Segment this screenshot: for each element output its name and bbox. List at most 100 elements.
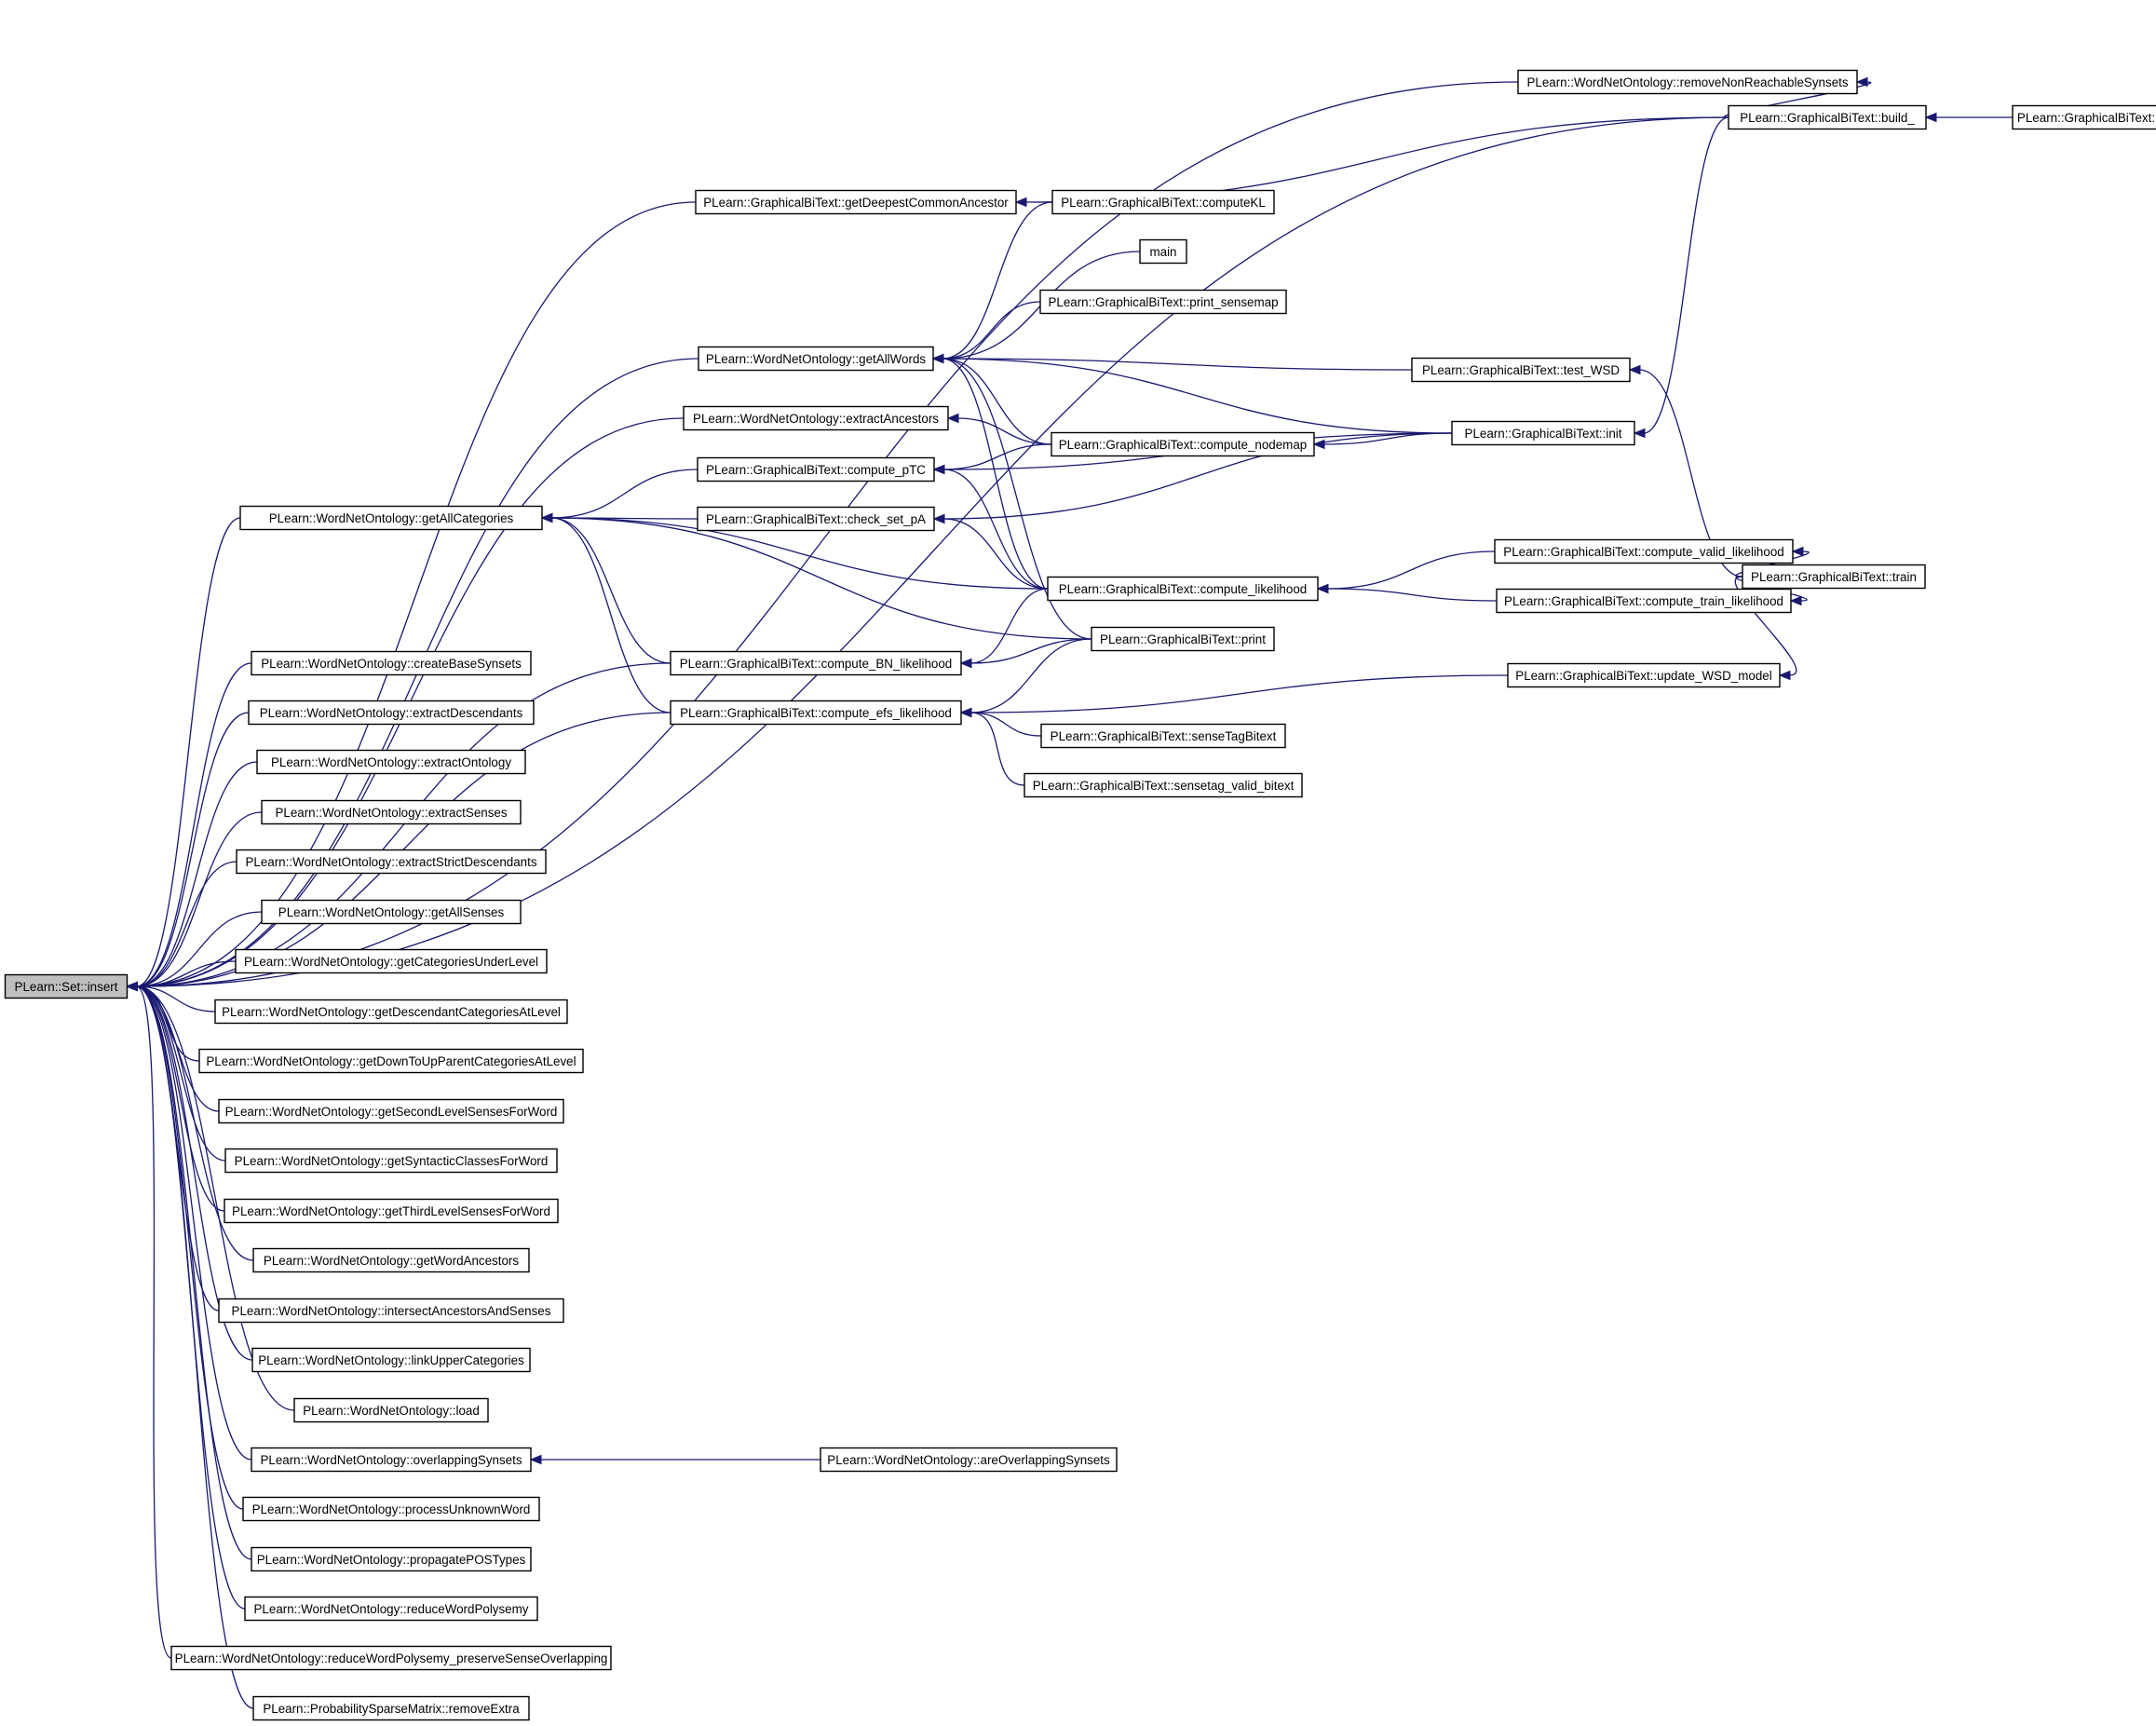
node-box <box>1507 662 1781 688</box>
node-get-down-to-up-parent-categories-at-level[interactable]: PLearn::WordNetOntology::getDownToUpPare… <box>198 1048 584 1074</box>
edge-line <box>942 358 1413 371</box>
node-label: PLearn::GraphicalBiText::compute_train_l… <box>1504 594 1783 608</box>
node-compute-efs-likelihood[interactable]: PLearn::GraphicalBiText::compute_efs_lik… <box>670 700 962 726</box>
node-reduce-word-polysemy[interactable]: PLearn::WordNetOntology::reduceWordPolys… <box>244 1596 538 1622</box>
node-compute-valid-likelihood[interactable]: PLearn::GraphicalBiText::compute_valid_l… <box>1494 538 1794 564</box>
node-label: PLearn::GraphicalBiText::check_set_pA <box>706 512 926 526</box>
edge-line <box>942 301 1041 360</box>
node-box <box>1451 420 1635 446</box>
edge-line <box>1734 576 1797 676</box>
node-print-sensemap[interactable]: PLearn::GraphicalBiText::print_sensemap <box>1039 289 1287 315</box>
node-get-syntactic-classes-for-word[interactable]: PLearn::WordNetOntology::getSyntacticCla… <box>224 1148 558 1174</box>
node-box <box>251 1347 531 1373</box>
node-get-all-words[interactable]: PLearn::WordNetOntology::getAllWords <box>698 346 934 372</box>
node-get-deepest-common-ancestor[interactable]: PLearn::GraphicalBiText::getDeepestCommo… <box>695 189 1017 215</box>
arrowhead-icon <box>932 464 945 475</box>
node-build-[interactable]: PLearn::GraphicalBiText::build_ <box>1728 104 1927 130</box>
arrowhead-icon <box>1014 197 1027 208</box>
edge-line <box>970 674 1509 714</box>
node-compute-kl[interactable]: PLearn::GraphicalBiText::computeKL <box>1051 189 1275 215</box>
node-intersect-ancestors-and-senses[interactable]: PLearn::WordNetOntology::intersectAncest… <box>218 1298 564 1324</box>
edge-line <box>136 985 252 1461</box>
node-propagate-postypes[interactable]: PLearn::WordNetOntology::propagatePOSTyp… <box>251 1546 532 1572</box>
node-label: PLearn::GraphicalBiText::compute_likelih… <box>1059 582 1307 596</box>
node-box <box>235 948 548 974</box>
node-are-overlapping-synsets[interactable]: PLearn::WordNetOntology::areOverlappingS… <box>820 1447 1118 1473</box>
node-create-base-synsets[interactable]: PLearn::WordNetOntology::createBaseSynse… <box>251 650 532 676</box>
node-extract-senses[interactable]: PLearn::WordNetOntology::extractSenses <box>261 799 522 825</box>
node-label: PLearn::WordNetOntology::linkUpperCatego… <box>258 1353 524 1367</box>
edge-line <box>136 712 250 987</box>
node-train[interactable]: PLearn::GraphicalBiText::train <box>1742 564 1926 590</box>
node-compute-train-likelihood[interactable]: PLearn::GraphicalBiText::compute_train_l… <box>1496 588 1792 614</box>
edge-get-all-categories-compute-efs-likelihood <box>540 512 671 714</box>
node-remove-non-reachable-synsets[interactable]: PLearn::WordNetOntology::removeNonReacha… <box>1517 69 1858 95</box>
node-update-wsd-model[interactable]: PLearn::GraphicalBiText::update_WSD_mode… <box>1507 662 1781 688</box>
node-box <box>244 1596 538 1622</box>
edge-line <box>942 518 1049 590</box>
node-box <box>1496 588 1792 614</box>
node-extract-ancestors[interactable]: PLearn::WordNetOntology::extractAncestor… <box>683 405 949 431</box>
node-label: PLearn::GraphicalBiText::senseTagBitext <box>1051 729 1277 743</box>
edge-line <box>136 985 252 1560</box>
node-extract-strict-descendants[interactable]: PLearn::WordNetOntology::extractStrictDe… <box>236 849 547 875</box>
node-check-set-p-a[interactable]: PLearn::GraphicalBiText::check_set_pA <box>697 506 935 532</box>
node-box <box>695 189 1017 215</box>
node-box <box>252 1247 530 1273</box>
edge-compute-likelihood-compute-valid-likelihood <box>1316 550 1496 594</box>
node-build[interactable]: PLearn::GraphicalBiText::build <box>2012 104 2156 130</box>
node-label: PLearn::WordNetOntology::reduceWordPolys… <box>175 1651 608 1665</box>
node-box <box>1091 626 1275 652</box>
node-compute-likelihood[interactable]: PLearn::GraphicalBiText::compute_likelih… <box>1047 576 1319 602</box>
edge-insert-build- <box>126 116 1729 992</box>
node-label: PLearn::GraphicalBiText::init <box>1465 427 1622 441</box>
node-print[interactable]: PLearn::GraphicalBiText::print <box>1091 626 1275 652</box>
node-label: PLearn::WordNetOntology::areOverlappingS… <box>827 1453 1110 1467</box>
node-label: PLearn::WordNetOntology::extractAncestor… <box>693 412 939 426</box>
node-sensetag-valid-bitext[interactable]: PLearn::GraphicalBiText::sensetag_valid_… <box>1024 772 1303 798</box>
node-get-word-ancestors[interactable]: PLearn::WordNetOntology::getWordAncestor… <box>252 1247 530 1273</box>
node-compute-bn-likelihood[interactable]: PLearn::GraphicalBiText::compute_BN_like… <box>670 650 962 676</box>
edge-line <box>1326 550 1496 590</box>
arrowhead-icon <box>1316 583 1329 594</box>
edge-get-all-words-test-wsd <box>931 353 1413 371</box>
node-compute-nodemap[interactable]: PLearn::GraphicalBiText::compute_nodemap <box>1051 431 1315 457</box>
node-insert[interactable]: PLearn::Set::insert <box>4 973 129 999</box>
node-extract-ontology[interactable]: PLearn::WordNetOntology::extractOntology <box>256 749 526 775</box>
node-test-wsd[interactable]: PLearn::GraphicalBiText::test_WSD <box>1411 357 1631 383</box>
node-box <box>1742 564 1926 590</box>
node-box <box>697 456 935 482</box>
edge-line <box>970 588 1049 664</box>
node-get-all-senses[interactable]: PLearn::WordNetOntology::getAllSenses <box>261 899 522 925</box>
node-box <box>293 1397 489 1423</box>
arrowhead-icon <box>126 981 138 992</box>
node-label: PLearn::GraphicalBiText::update_WSD_mode… <box>1515 669 1771 683</box>
node-process-unknown-word[interactable]: PLearn::WordNetOntology::processUnknownW… <box>242 1496 540 1522</box>
edge-get-all-categories-print <box>540 512 1092 640</box>
node-main[interactable]: main <box>1139 238 1187 265</box>
node-reduce-word-polysemy-pso[interactable]: PLearn::WordNetOntology::reduceWordPolys… <box>170 1645 612 1671</box>
node-compute-p-tc[interactable]: PLearn::GraphicalBiText::compute_pTC <box>697 456 935 482</box>
node-label: PLearn::GraphicalBiText::getDeepestCommo… <box>703 196 1009 210</box>
node-sense-tag-bitext[interactable]: PLearn::GraphicalBiText::senseTagBitext <box>1040 723 1286 749</box>
node-get-categories-under-level[interactable]: PLearn::WordNetOntology::getCategoriesUn… <box>235 948 548 974</box>
node-remove-extra[interactable]: PLearn::ProbabilitySparseMatrix::removeE… <box>252 1695 530 1721</box>
arrowhead-icon <box>1633 428 1646 439</box>
edge-line <box>550 517 671 714</box>
node-overlapping-synsets[interactable]: PLearn::WordNetOntology::overlappingSyns… <box>251 1447 532 1473</box>
node-load[interactable]: PLearn::WordNetOntology::load <box>293 1397 489 1423</box>
node-box <box>214 999 568 1025</box>
node-extract-descendants[interactable]: PLearn::WordNetOntology::extractDescenda… <box>248 700 535 726</box>
node-get-third-level-senses-for-word[interactable]: PLearn::WordNetOntology::getThirdLevelSe… <box>224 1198 559 1224</box>
node-label: PLearn::GraphicalBiText::compute_pTC <box>706 463 926 477</box>
edge-line <box>136 985 216 1012</box>
node-init[interactable]: PLearn::GraphicalBiText::init <box>1451 420 1635 446</box>
node-link-upper-categories[interactable]: PLearn::WordNetOntology::linkUpperCatego… <box>251 1347 531 1373</box>
node-box <box>1051 189 1275 215</box>
node-box <box>198 1048 584 1074</box>
edge-line <box>136 985 254 1261</box>
node-get-all-categories[interactable]: PLearn::WordNetOntology::getAllCategorie… <box>239 505 543 531</box>
node-get-descendant-categories-at-level[interactable]: PLearn::WordNetOntology::getDescendantCa… <box>214 999 568 1025</box>
node-get-second-level-senses-for-word[interactable]: PLearn::WordNetOntology::getSecondLevelS… <box>218 1098 564 1124</box>
node-box <box>2012 104 2156 130</box>
